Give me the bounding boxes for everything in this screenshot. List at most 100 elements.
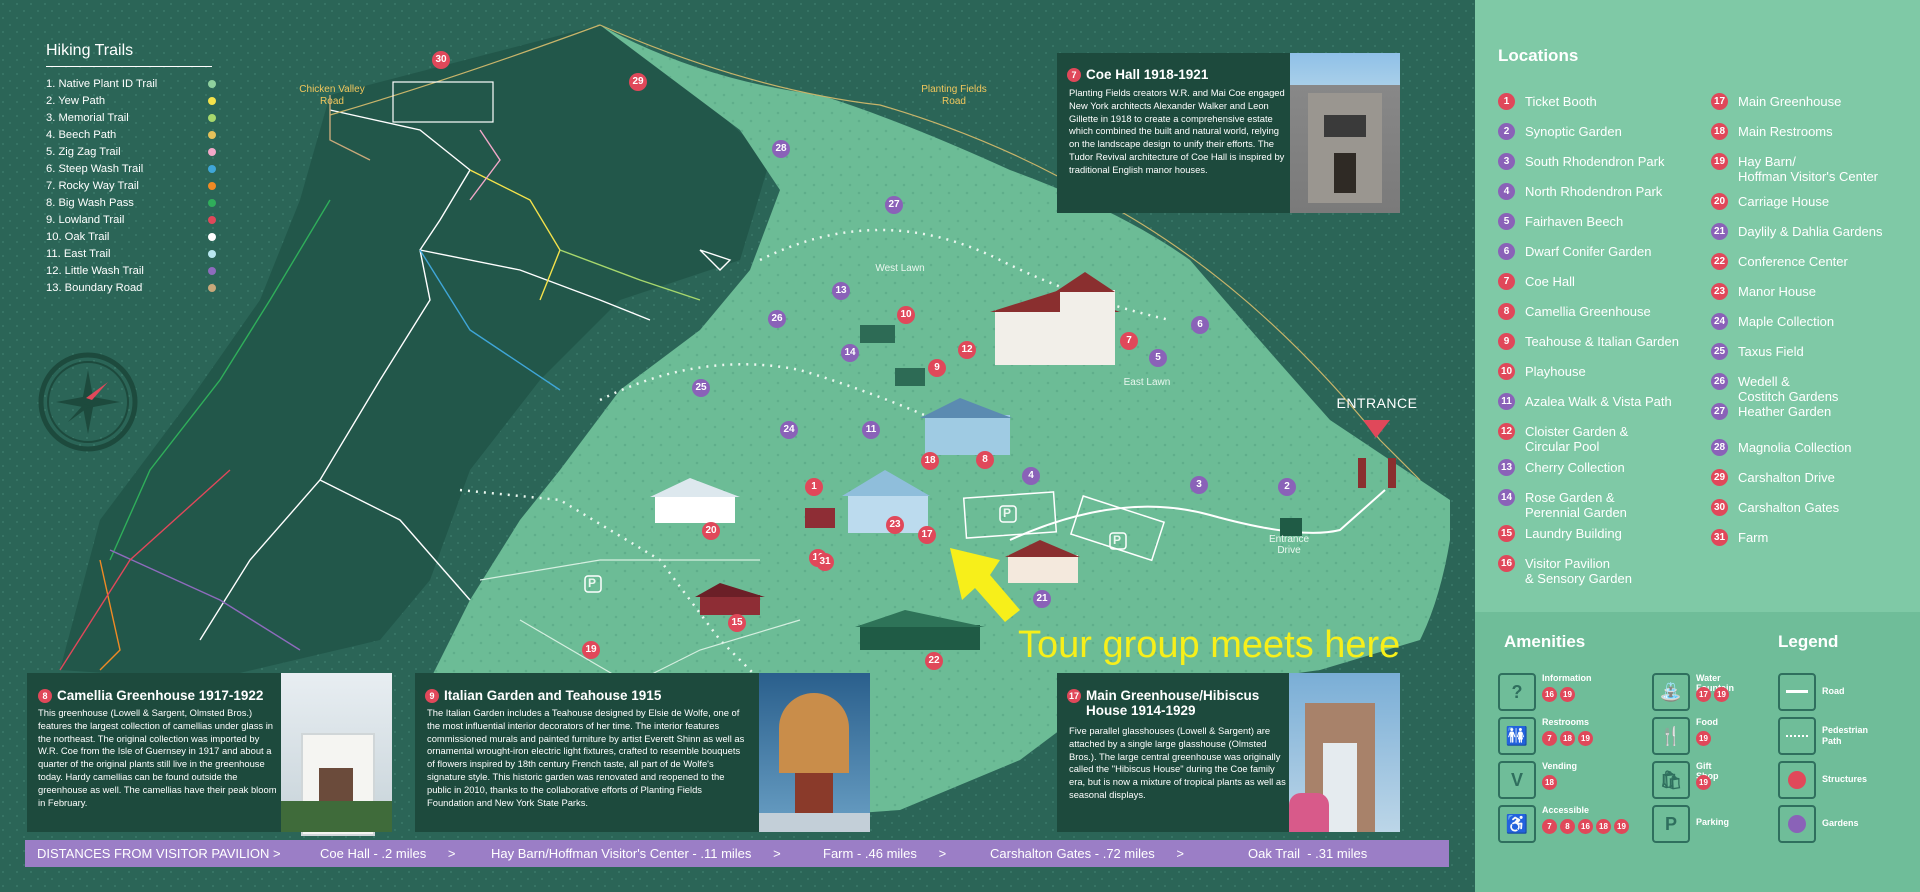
trail-row: 2. Yew Path	[46, 92, 216, 109]
trail-row: 11. East Trail	[46, 245, 216, 262]
amenity-location-number: 18	[1560, 731, 1575, 746]
map-marker-13[interactable]: 13	[832, 282, 850, 300]
map-marker-24[interactable]: 24	[780, 421, 798, 439]
trail-color-dot	[208, 164, 216, 173]
location-label: Visitor Pavilion & Sensory Garden	[1525, 556, 1632, 586]
map-marker-21[interactable]: 21	[1033, 590, 1051, 608]
map-marker-9[interactable]: 9	[928, 359, 946, 377]
map-marker-6[interactable]: 6	[1191, 316, 1209, 334]
road-swatch-icon	[1778, 673, 1816, 711]
map-marker-28[interactable]: 28	[772, 140, 790, 158]
amenity-location-number: 7	[1542, 731, 1557, 746]
map-marker-3[interactable]: 3	[1190, 476, 1208, 494]
location-label: Carriage House	[1738, 194, 1830, 209]
chicken-valley-road-label: Chicken Valley Road	[299, 84, 365, 107]
amenity-label: Accessible	[1542, 805, 1590, 815]
parking-label: P	[1003, 506, 1012, 520]
map-marker-14[interactable]: 14	[841, 344, 859, 362]
map-marker-26[interactable]: 26	[768, 310, 786, 328]
path-swatch-icon	[1778, 717, 1816, 755]
card-body: This greenhouse (Lowell & Sargent, Olmst…	[38, 707, 277, 808]
map-marker-5[interactable]: 5	[1149, 349, 1167, 367]
map-marker-2[interactable]: 2	[1278, 478, 1296, 496]
map-marker-25[interactable]: 25	[692, 379, 710, 397]
location-label: Conference Center	[1738, 254, 1848, 269]
parking-lots	[962, 491, 1166, 562]
amenity-location-number: 19	[1578, 731, 1593, 746]
compass-icon	[38, 352, 138, 452]
map-marker-1[interactable]: 1	[805, 478, 823, 496]
location-label: Teahouse & Italian Garden	[1525, 334, 1679, 349]
map-marker-20[interactable]: 20	[702, 522, 720, 540]
location-label: North Rhodendron Park	[1525, 184, 1663, 199]
map-marker-29[interactable]: 29	[629, 73, 647, 91]
location-label: Hay Barn/ Hoffman Visitor's Center	[1738, 154, 1879, 184]
card-body: Planting Fields creators W.R. and Mai Co…	[1069, 87, 1285, 175]
trail-color-dot	[208, 147, 216, 156]
map-marker-19[interactable]: 19	[582, 641, 600, 659]
location-label: Wedell & Costitch Gardens	[1738, 374, 1839, 404]
map-marker-8[interactable]: 8	[976, 451, 994, 469]
distances-lead: DISTANCES FROM VISITOR PAVILION >	[37, 846, 281, 861]
location-label: Cloister Garden & Circular Pool	[1525, 424, 1629, 454]
map-marker-27[interactable]: 27	[885, 196, 903, 214]
location-label: Cherry Collection	[1525, 460, 1625, 475]
map-marker-30[interactable]: 30	[432, 51, 450, 69]
entrance-drive-label: Entrance Drive	[1268, 534, 1310, 556]
location-label: Carshalton Drive	[1738, 470, 1835, 485]
legend-label: Structures	[1822, 774, 1868, 784]
trail-row: 7. Rocky Way Trail	[46, 177, 216, 194]
coe-hall-photo	[1290, 53, 1400, 213]
location-label: Rose Garden & Perennial Garden	[1525, 490, 1627, 520]
map-marker-17[interactable]: 17	[918, 526, 936, 544]
map-marker-12[interactable]: 12	[958, 341, 976, 359]
map-marker-7[interactable]: 7	[1120, 332, 1138, 350]
map-marker-15[interactable]: 15	[728, 614, 746, 632]
map-marker-23[interactable]: 23	[886, 516, 904, 534]
amenity-location-number: 19	[1614, 819, 1629, 834]
card-title: Main Greenhouse/Hibiscus House 1914-1929	[1086, 688, 1260, 718]
parking-label: P	[588, 576, 597, 590]
map-marker-31[interactable]: 31	[816, 553, 834, 571]
map-marker-4[interactable]: 4	[1022, 467, 1040, 485]
map-marker-22[interactable]: 22	[925, 652, 943, 670]
map-marker-10[interactable]: 10	[897, 306, 915, 324]
map-marker-11[interactable]: 11	[862, 421, 880, 439]
location-label: Synoptic Garden	[1525, 124, 1622, 139]
map-marker-18[interactable]: 18	[921, 452, 939, 470]
trail-label: 7. Rocky Way Trail	[46, 179, 139, 192]
amenity-location-number: 17	[1696, 687, 1711, 702]
location-number: 24	[1711, 313, 1728, 330]
